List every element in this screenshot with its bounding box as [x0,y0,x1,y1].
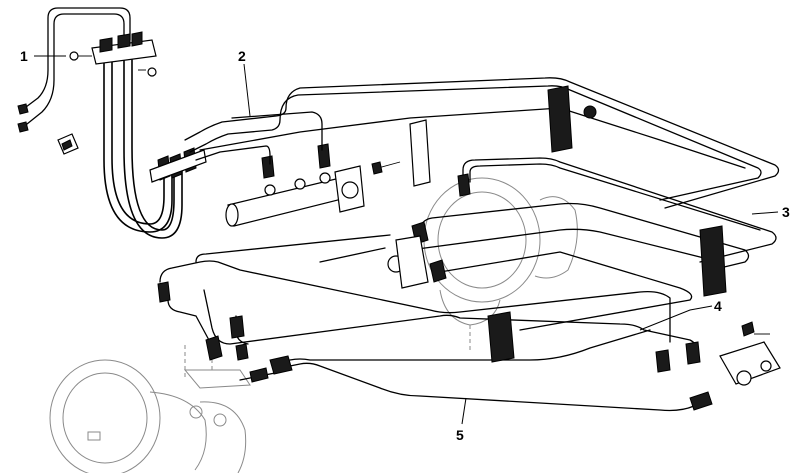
brake-line-4 [159,234,698,353]
background-brake-booster [423,177,578,352]
callout-label-4: 4 [714,298,722,314]
callout-label-2: 2 [238,48,246,64]
brake-line-2 [184,77,780,209]
callout-4: 4 [639,298,722,331]
callout-3: 3 [751,204,790,220]
line-fittings [157,281,701,383]
callout-label-5: 5 [456,427,464,443]
front-brake-hoses [17,7,207,239]
callout-label-1: 1 [20,48,28,64]
callout-2: 2 [238,48,251,117]
brake-line-5 [239,321,781,412]
callout-1: 1 [20,48,66,64]
line-clips [371,85,727,363]
callout-5: 5 [456,397,467,443]
master-cylinder [225,143,365,227]
background-caliper-drum [49,345,251,473]
callout-label-3: 3 [782,204,790,220]
